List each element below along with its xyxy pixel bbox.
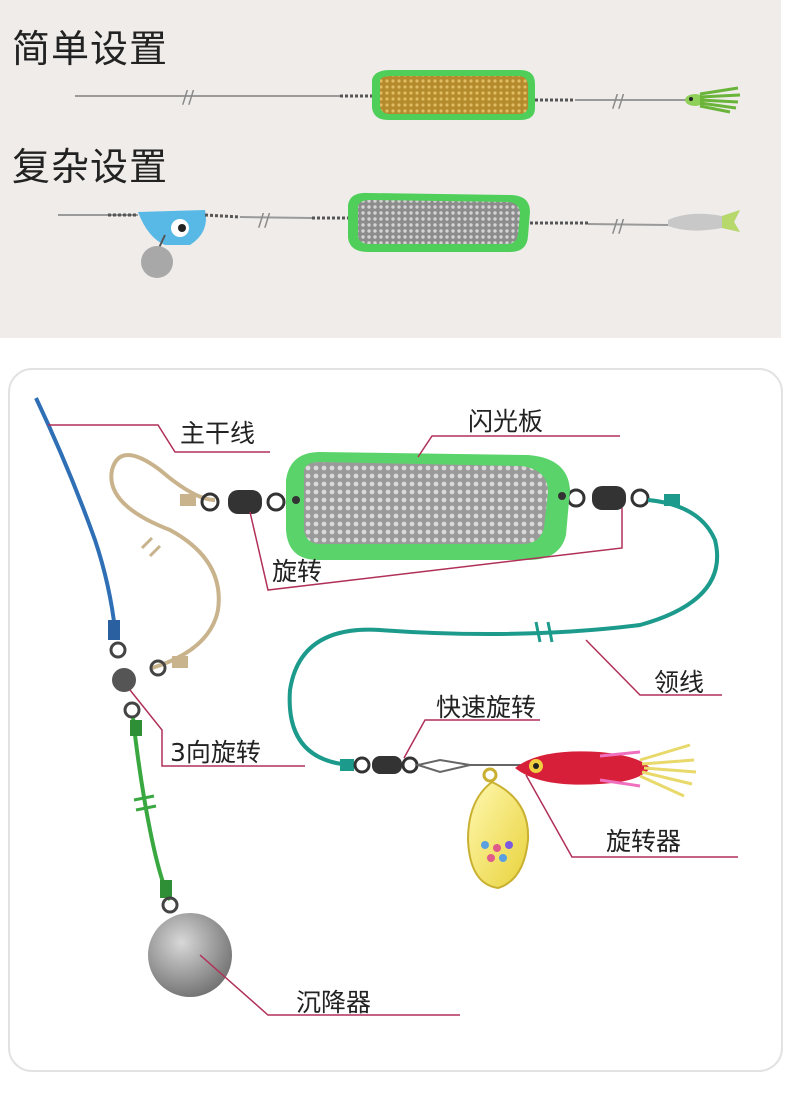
sinker	[148, 913, 232, 997]
flasher-swivel-right	[566, 486, 650, 510]
svg-text://: //	[258, 210, 271, 231]
svg-text://: //	[612, 91, 625, 112]
flasher	[286, 452, 570, 560]
squid-lure	[515, 743, 697, 798]
simple-rig: // //	[75, 70, 741, 120]
sinker-break	[133, 794, 157, 812]
spinner-blade	[466, 764, 530, 890]
label-flasher: 闪光板	[468, 407, 544, 436]
planer-weight	[141, 246, 173, 278]
label-spinner: 旋转器	[606, 827, 682, 856]
dropper-break	[140, 536, 162, 558]
baitfish-lure	[668, 210, 740, 232]
label-swivel: 旋转	[272, 557, 323, 586]
setup-comparison-panel: 简单设置 复杂设置 // //	[0, 0, 781, 338]
complex-setup-title: 复杂设置	[12, 145, 169, 189]
setup-illustrations: // // //	[58, 70, 741, 278]
leader-line	[287, 498, 720, 767]
label-leader: 领线	[654, 668, 705, 697]
label-main-line: 主干线	[180, 419, 256, 448]
svg-text://: //	[612, 216, 625, 237]
svg-text://: //	[182, 87, 195, 108]
quick-swivel	[353, 756, 471, 774]
flasher-swivel-left	[200, 490, 286, 514]
main-line	[34, 397, 117, 631]
label-quick-swivel: 快速旋转	[436, 693, 537, 722]
label-three-way-swivel: 3向旋转	[170, 738, 261, 767]
complex-rig: // //	[58, 192, 740, 278]
leader-break	[534, 621, 554, 643]
three-way-swivel	[109, 641, 167, 719]
callout-lines	[48, 424, 738, 1016]
squid-lure-small	[685, 86, 741, 114]
dropper-line	[109, 453, 221, 670]
simple-setup-title: 简单设置	[12, 27, 169, 71]
label-sinker: 沉降器	[296, 988, 372, 1017]
